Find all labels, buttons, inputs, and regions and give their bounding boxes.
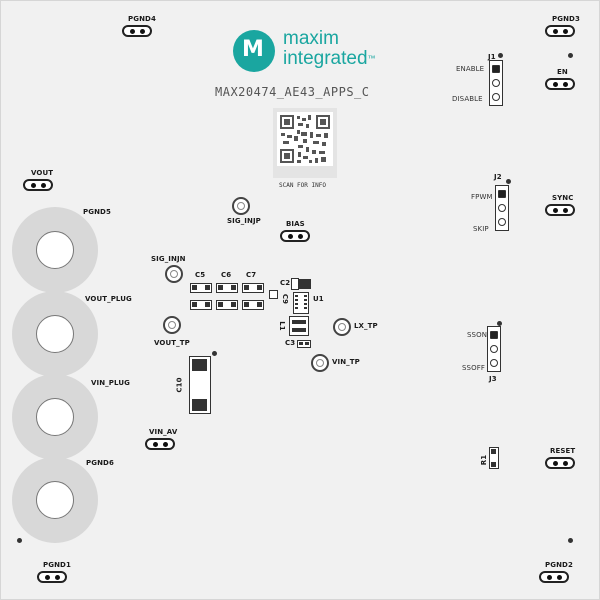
capacitor-c9 — [269, 290, 278, 299]
label-c10: C10 — [175, 377, 184, 393]
j3-pin1-marker — [497, 321, 502, 326]
pad-pgnd3 — [545, 25, 575, 37]
label-lx-tp: LX_TP — [354, 322, 378, 330]
capacitor-c3 — [297, 340, 311, 348]
j3-ref: J3 — [489, 375, 497, 383]
label-vout-tp: VOUT_TP — [154, 339, 190, 347]
terminal-pgnd6[interactable] — [12, 457, 98, 543]
polarity-dot — [212, 351, 217, 356]
label-pgnd1: PGND1 — [43, 561, 71, 569]
label-r1: R1 — [480, 454, 489, 466]
label-vin-av: VIN_AV — [149, 428, 178, 436]
label-c3: C3 — [285, 339, 296, 347]
pad-sync — [545, 204, 575, 216]
label-bias: BIAS — [286, 220, 305, 228]
pad-pgnd2 — [539, 571, 569, 583]
board-name: MAX20474_AE43_APPS_C — [215, 85, 370, 99]
ic-u1 — [293, 292, 309, 314]
label-vin-tp: VIN_TP — [332, 358, 360, 366]
terminal-vin-plug[interactable] — [12, 374, 98, 460]
label-c7: C7 — [246, 271, 257, 279]
label-pgnd6: PGND6 — [86, 459, 114, 467]
j2-label-bottom: SKIP — [473, 225, 489, 233]
label-pgnd4: PGND4 — [128, 15, 156, 23]
j1-pin1-marker — [498, 53, 503, 58]
pad-reset — [545, 457, 575, 469]
label-vout: VOUT — [31, 169, 54, 177]
pad-bias — [280, 230, 310, 242]
logo-line-2-text: integrated — [283, 48, 368, 69]
j1-label-bottom: DISABLE — [452, 95, 483, 103]
capacitor-c2 — [291, 278, 299, 290]
jumper-j1[interactable] — [489, 60, 503, 106]
label-pgnd5: PGND5 — [83, 208, 111, 216]
qr-code: SCAN FOR INFO — [273, 108, 337, 189]
qr-caption: SCAN FOR INFO — [279, 182, 326, 189]
mounting-dot — [568, 538, 573, 543]
trademark: ™ — [367, 54, 376, 63]
label-vin-plug: VIN_PLUG — [91, 379, 130, 387]
pad-vout — [23, 179, 53, 191]
logo-line-2: integrated™ — [283, 49, 376, 69]
terminal-pgnd5[interactable] — [12, 207, 98, 293]
j3-label-bottom: SSOFF — [462, 364, 485, 372]
jumper-j3[interactable] — [487, 326, 501, 372]
pad-pgnd1 — [37, 571, 67, 583]
jumper-j2[interactable] — [495, 185, 509, 231]
logo-line-1: maxim — [283, 28, 339, 49]
testpoint-sig-injp[interactable] — [232, 197, 250, 215]
testpoint-sig-injn[interactable] — [165, 265, 183, 283]
pad-vin-av — [145, 438, 175, 450]
terminal-vout-plug[interactable] — [12, 291, 98, 377]
label-sig-injp: SIG_INJP — [227, 217, 261, 225]
label-u1: U1 — [313, 295, 324, 303]
mounting-dot — [17, 538, 22, 543]
j1-ref: J1 — [488, 53, 496, 61]
company-logo-text: maxim integrated™ — [283, 29, 376, 69]
label-en: EN — [557, 68, 568, 76]
capacitor-c10 — [189, 356, 211, 414]
j2-label-top: FPWM — [471, 193, 493, 201]
label-sync: SYNC — [552, 194, 574, 202]
j1-label-top: ENABLE — [456, 65, 485, 73]
capacitor-c7-b — [242, 300, 264, 310]
capacitor-c6-b — [216, 300, 238, 310]
resistor-r1 — [489, 447, 499, 469]
j2-pin1-marker — [506, 179, 511, 184]
maxim-logo-icon: M — [233, 30, 275, 72]
capacitor-c7-a — [242, 283, 264, 293]
j3-label-top: SSON — [467, 331, 488, 339]
label-pgnd3: PGND3 — [552, 15, 580, 23]
label-c9: C9 — [281, 293, 290, 305]
testpoint-vout-tp[interactable] — [163, 316, 181, 334]
inductor-l1 — [289, 316, 309, 336]
testpoint-lx-tp[interactable] — [333, 318, 351, 336]
mounting-dot — [568, 53, 573, 58]
label-vout-plug: VOUT_PLUG — [85, 295, 132, 303]
label-reset: RESET — [550, 447, 576, 455]
capacitor-c6-a — [216, 283, 238, 293]
pad-pgnd4 — [122, 25, 152, 37]
label-c6: C6 — [221, 271, 232, 279]
label-pgnd2: PGND2 — [545, 561, 573, 569]
ic-u1-pad — [299, 279, 311, 289]
label-c5: C5 — [195, 271, 206, 279]
capacitor-c5-a — [190, 283, 212, 293]
label-sig-injn: SIG_INJN — [151, 255, 186, 263]
pad-en — [545, 78, 575, 90]
capacitor-c5-b — [190, 300, 212, 310]
testpoint-vin-tp[interactable] — [311, 354, 329, 372]
j2-ref: J2 — [494, 173, 502, 181]
label-c2: C2 — [280, 279, 291, 287]
label-l1: L1 — [277, 321, 286, 331]
